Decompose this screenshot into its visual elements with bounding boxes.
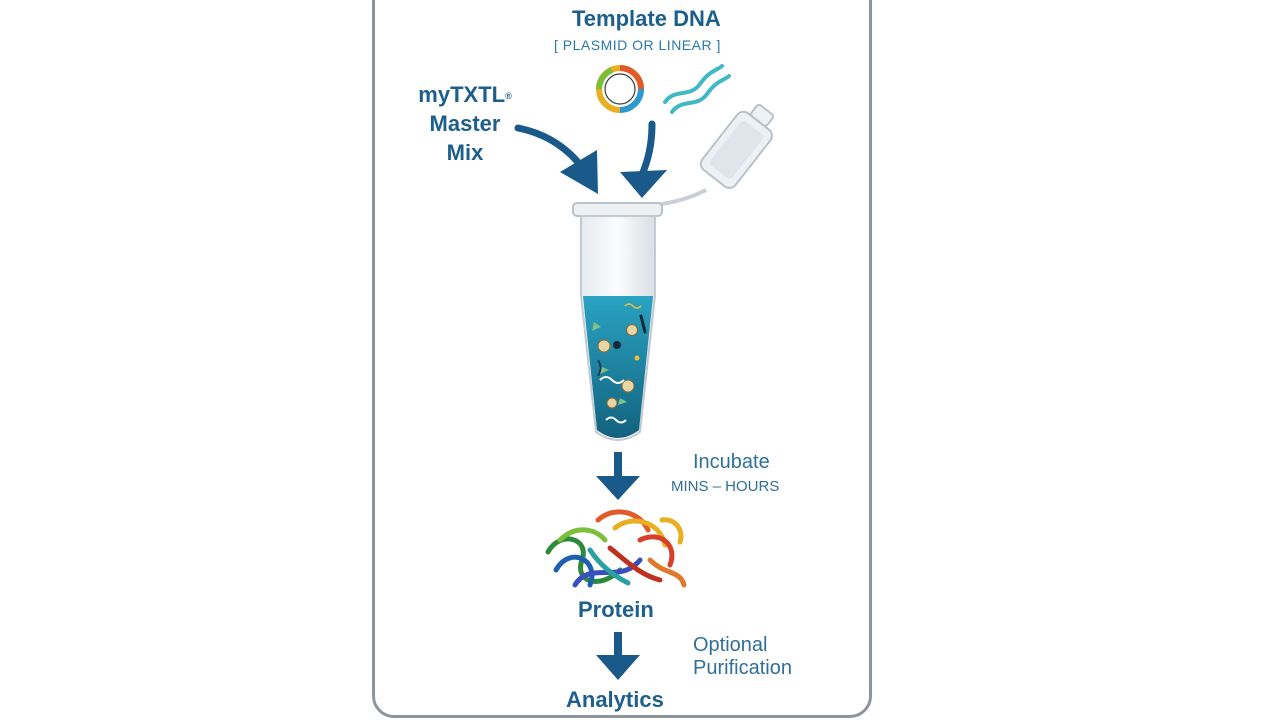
template-dna-subtitle: [ PLASMID OR LINEAR ] <box>554 37 721 53</box>
protein-label: Protein <box>578 597 654 622</box>
plasmid-icon <box>596 65 644 113</box>
master-mix-label: myTXTL® Master Mix <box>410 80 520 167</box>
master-mix-line2: Master <box>429 111 501 136</box>
registered-mark: ® <box>505 91 512 101</box>
purification-label: Purification <box>693 657 792 679</box>
optional-label: Optional <box>693 634 768 656</box>
incubate-arrow <box>596 452 640 500</box>
template-dna-title: Template DNA <box>572 6 721 31</box>
incubate-label: Incubate <box>693 451 770 473</box>
master-mix-arrow <box>514 124 598 194</box>
protein-structure-icon <box>545 509 687 588</box>
template-dna-arrow <box>620 120 667 198</box>
incubate-time-label: MINS – HOURS <box>671 478 780 495</box>
linear-dna-icon <box>663 64 731 114</box>
tube-lid-icon <box>655 103 775 207</box>
reaction-tube-icon <box>572 202 663 441</box>
master-mix-line1: myTXTL <box>418 82 506 107</box>
master-mix-line3: Mix <box>446 140 484 165</box>
analytics-label: Analytics <box>566 687 664 712</box>
purification-arrow <box>596 632 640 680</box>
